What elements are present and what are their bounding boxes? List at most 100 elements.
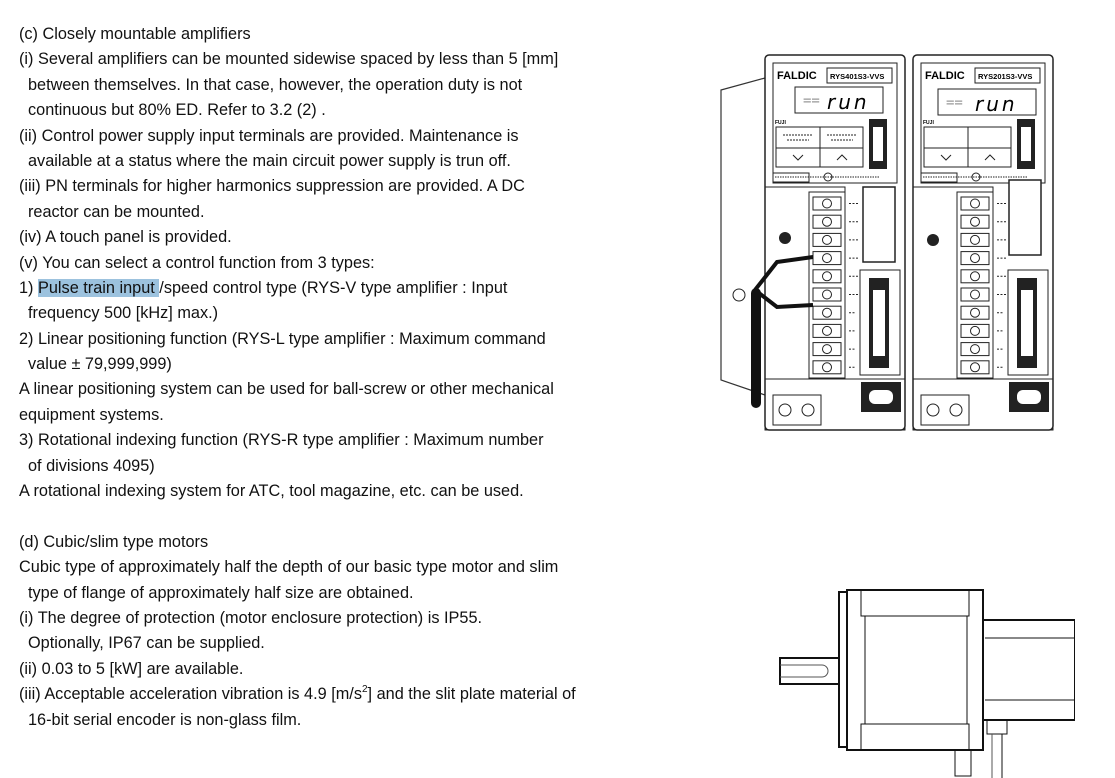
svg-text:==: == <box>946 95 963 111</box>
terminal-screw-icon <box>822 362 832 373</box>
terminal-slot <box>812 305 842 320</box>
c-item-i-line1: (i) Several amplifiers can be mounted si… <box>19 50 559 69</box>
terminal-screw-icon <box>970 325 980 336</box>
type-1-line1: 1) Pulse train input /speed control type… <box>19 276 699 301</box>
terminal-slot <box>960 196 990 211</box>
c-item-iii-line1: (iii) PN terminals for higher harmonics … <box>19 177 525 196</box>
brand-label: FALDIC <box>777 70 817 82</box>
chevron-up-icon <box>836 154 848 161</box>
cable-wire <box>753 255 814 310</box>
terminal-screw-icon <box>822 307 832 318</box>
section-d-heading: (d) Cubic/slim type motors <box>19 532 209 551</box>
terminal-screw-icon <box>822 289 832 300</box>
display-run-text: run <box>827 90 870 114</box>
terminal-slot <box>812 269 842 284</box>
side-panel-outline <box>720 77 766 396</box>
d-item-iii-line2: 16-bit serial encoder is non-glass film. <box>28 710 302 729</box>
ground-screw-icon <box>949 403 963 417</box>
d-item-iii-pre: (iii) Acceptable acceleration vibration … <box>19 685 362 704</box>
ground-screw-icon <box>926 403 940 417</box>
terminal-slot <box>960 360 990 375</box>
terminal-screw-icon <box>822 216 832 227</box>
ground-screw-icon <box>778 403 792 417</box>
type-2-note-line2: equipment systems. <box>19 405 164 424</box>
amplifier-unit-2: FALDIC RYS201S3-VVS run == FUJI <box>912 54 1054 431</box>
terminal-screw-icon <box>970 253 980 264</box>
terminal-slot <box>812 232 842 247</box>
cable-gland <box>954 749 972 777</box>
terminal-slot <box>812 323 842 338</box>
type-2-note-line1: A linear positioning system can be used … <box>19 380 554 399</box>
c-item-i-line3: continuous but 80% ED. Refer to 3.2 (2) … <box>28 101 326 120</box>
terminal-screw-icon <box>822 234 832 245</box>
amplifier-unit-1: FALDIC RYS401S3-VVS run == FUJI <box>764 54 906 431</box>
c-item-iv: (iv) A touch panel is provided. <box>19 228 232 247</box>
terminal-slot <box>960 342 990 357</box>
d-item-iii-line1: (iii) Acceptable acceleration vibration … <box>19 682 699 707</box>
motor-figure <box>779 589 1075 778</box>
c-item-ii-line2: available at a status where the main cir… <box>28 151 511 170</box>
terminal-slot <box>960 305 990 320</box>
type-2-line2: value ± 79,999,999) <box>28 355 172 374</box>
d-item-ii: (ii) 0.03 to 5 [kW] are available. <box>19 659 244 678</box>
cable-bundle <box>751 288 761 408</box>
display-run-text: run <box>975 92 1018 116</box>
section-c-heading: (c) Closely mountable amplifiers <box>19 25 251 43</box>
terminal-slot <box>812 360 842 375</box>
terminal-slot <box>812 196 842 211</box>
c-item-v: (v) You can select a control function fr… <box>19 253 375 272</box>
chevron-down-icon <box>940 154 952 161</box>
encoder-housing <box>982 619 1075 721</box>
terminal-slot <box>960 269 990 284</box>
terminal-screw-icon <box>822 271 832 282</box>
d-item-i-line1: (i) The degree of protection (motor encl… <box>19 608 483 627</box>
display-window <box>794 86 884 114</box>
terminal-slot <box>960 251 990 266</box>
up-button[interactable] <box>967 147 1012 168</box>
screw-icon <box>927 234 939 246</box>
d-item-i-line2: Optionally, IP67 can be supplied. <box>28 634 265 653</box>
screw-icon <box>779 232 791 244</box>
terminal-screw-icon <box>970 198 980 209</box>
terminal-slot <box>960 287 990 302</box>
terminal-screw-icon <box>822 325 832 336</box>
type-1-line2: frequency 500 [kHz] max.) <box>28 304 219 323</box>
type-2-line1: 2) Linear positioning function (RYS-L ty… <box>19 329 546 348</box>
c-item-iii-line2: reactor can be mounted. <box>28 202 205 221</box>
maker-label: FUJI <box>775 120 786 126</box>
terminal-screw-icon <box>970 216 980 227</box>
terminal-screw-icon <box>822 198 832 209</box>
motor-flange <box>838 591 848 748</box>
document-text: (c) Closely mountable amplifiers (i) Sev… <box>19 22 699 733</box>
c-item-i-line2: between themselves. In that case, howeve… <box>28 75 523 94</box>
chevron-down-icon <box>792 154 804 161</box>
display-window <box>937 88 1037 116</box>
selected-text-highlight[interactable]: Pulse train input <box>38 278 160 297</box>
c-item-ii-line1: (ii) Control power supply input terminal… <box>19 126 519 145</box>
motor-shaft <box>779 657 843 685</box>
type-3-line1: 3) Rotational indexing function (RYS-R t… <box>19 431 544 450</box>
type-1-prefix: 1) <box>19 278 39 297</box>
svg-text:==: == <box>803 93 820 109</box>
type-1-rest: /speed control type (RYS-V type amplifie… <box>159 278 508 297</box>
brand-label: FALDIC <box>925 70 965 82</box>
terminal-slot <box>960 323 990 338</box>
terminal-slot <box>812 342 842 357</box>
chevron-up-icon <box>984 154 996 161</box>
terminal-slot <box>812 214 842 229</box>
paragraph-gap <box>19 504 699 529</box>
terminal-screw-icon <box>970 271 980 282</box>
d-item-iii-post: ] and the slit plate material of <box>367 685 576 704</box>
terminal-screw-icon <box>970 362 980 373</box>
terminal-slot <box>960 232 990 247</box>
up-button[interactable] <box>819 147 864 168</box>
terminal-screw-icon <box>970 307 980 318</box>
superscript: 2 <box>361 684 368 696</box>
motor-body <box>846 589 984 751</box>
clamp-screw-icon <box>732 288 746 302</box>
terminal-screw-icon <box>970 289 980 300</box>
terminal-slot <box>960 214 990 229</box>
model-label: RYS201S3-VVS <box>978 72 1032 81</box>
amplifier-figure: FALDIC RYS401S3-VVS run == FUJI <box>720 54 1054 431</box>
terminal-slot <box>812 287 842 302</box>
